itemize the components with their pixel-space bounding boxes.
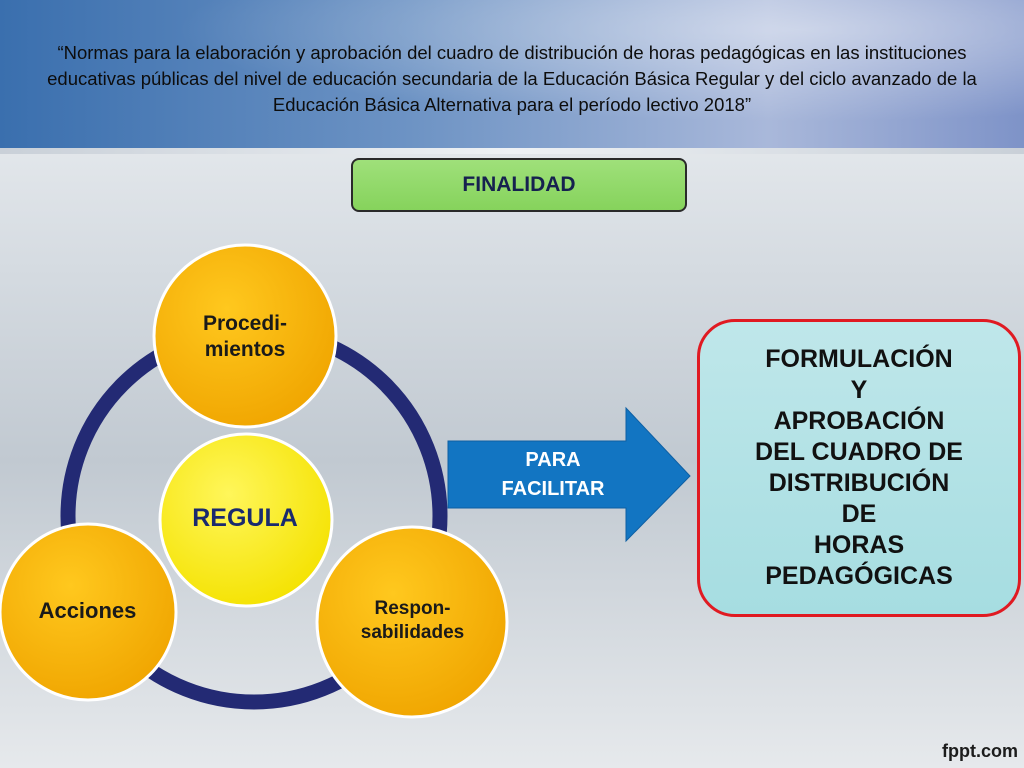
label-para-facilitar-text: PARA FACILITAR [501, 449, 605, 500]
label-para-facilitar: PARA FACILITAR [468, 446, 638, 504]
label-acciones: Acciones [10, 597, 165, 625]
finalidad-label: FINALIDAD [462, 173, 576, 196]
header-shine [0, 0, 1024, 148]
label-acciones-text: Acciones [38, 598, 137, 623]
label-responsabilidades-text: Respon- sabilidades [360, 598, 465, 643]
label-regula-text: REGULA [192, 504, 298, 532]
label-procedimientos-text: Procedi- mientos [202, 312, 288, 361]
center-circle-regula [158, 432, 334, 608]
para-facilitar-arrow [447, 406, 691, 543]
result-text: FORMULACIÓN Y APROBACIÓN DEL CUADRO DE D… [755, 345, 963, 590]
document-title: “Normas para la elaboración y aprobación… [47, 42, 977, 115]
circle-acciones [0, 522, 178, 702]
circle-procedimientos [152, 243, 338, 429]
label-responsabilidades: Respon- sabilidades [330, 597, 495, 645]
header-divider [0, 148, 1024, 154]
header-banner: “Normas para la elaboración y aprobación… [0, 0, 1024, 148]
footer-brand: fppt.com [942, 741, 1018, 761]
circle-responsabilidades [315, 525, 509, 719]
label-regula: REGULA [155, 503, 335, 533]
result-box: FORMULACIÓN Y APROBACIÓN DEL CUADRO DE D… [697, 319, 1021, 617]
label-procedimientos: Procedi- mientos [165, 311, 325, 363]
finalidad-box: FINALIDAD [351, 158, 687, 212]
